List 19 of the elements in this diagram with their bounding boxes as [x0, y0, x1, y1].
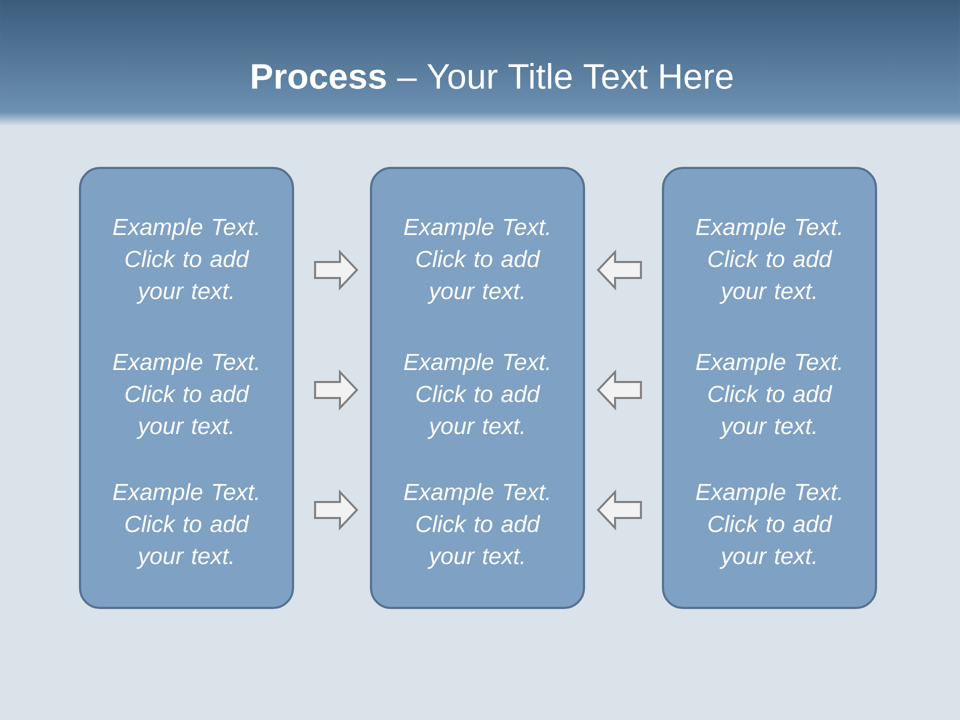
- arrow: [596, 489, 642, 530]
- placeholder-text: Example Text. Click to add your text.: [113, 218, 258, 304]
- arrow: [314, 249, 358, 290]
- process-box: [370, 166, 586, 610]
- arrow: [314, 489, 358, 530]
- placeholder-text: Example Text. Click to add your text.: [113, 353, 258, 439]
- process-box: [78, 166, 294, 610]
- process-box: [662, 166, 878, 610]
- arrow: [596, 369, 642, 410]
- placeholder-text: Example Text. Click to add your text.: [404, 483, 549, 569]
- arrow: [314, 369, 358, 410]
- placeholder-text: Example Text. Click to add your text.: [696, 218, 841, 304]
- placeholder-text: Example Text. Click to add your text.: [696, 483, 841, 569]
- placeholder-text: Example Text. Click to add your text.: [404, 353, 549, 439]
- slide-title: Process – Your Title Text Here: [252, 63, 733, 89]
- placeholder-text: Example Text. Click to add your text.: [113, 483, 258, 569]
- placeholder-text: Example Text. Click to add your text.: [696, 353, 841, 439]
- arrow: [596, 249, 642, 290]
- placeholder-text: Example Text. Click to add your text.: [404, 218, 549, 304]
